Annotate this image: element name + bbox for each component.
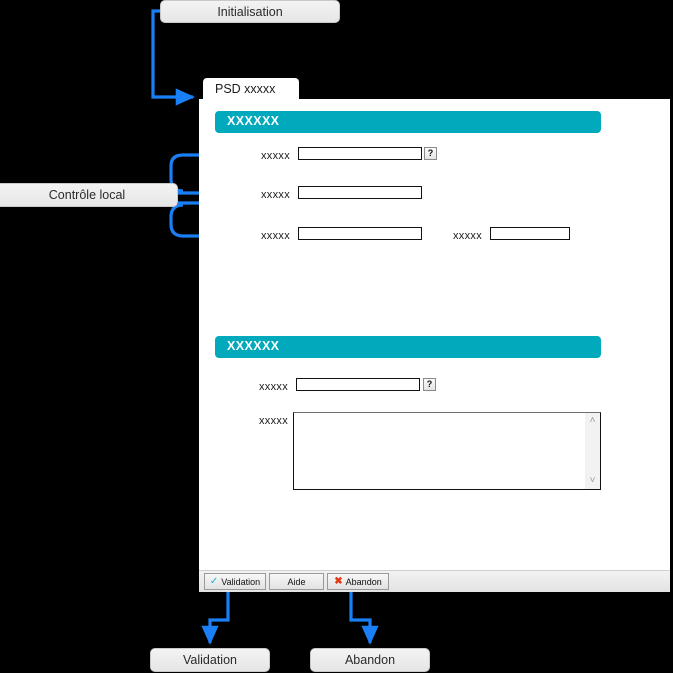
aide-button[interactable]: Aide (269, 573, 324, 590)
arrow-initialisation-to-tab (151, 9, 195, 106)
cross-icon: ✖ (334, 575, 343, 587)
aide-button-label: Aide (287, 576, 306, 587)
field-label-4: xxxxx (453, 230, 482, 242)
field-input-3[interactable] (298, 227, 422, 240)
callout-abandon-label: Abandon (344, 653, 396, 667)
field-label-5: xxxxx (259, 381, 288, 393)
callout-validation[interactable]: Validation (150, 648, 270, 672)
abandon-button[interactable]: ✖ Abandon (327, 573, 389, 590)
callout-validation-label: Validation (183, 653, 237, 667)
scroll-up-icon[interactable]: ˄ (589, 415, 596, 426)
check-icon: ✓ (209, 575, 219, 587)
field-input-4[interactable] (490, 227, 570, 240)
tab-psd-label: PSD xxxxx (215, 82, 276, 96)
callout-initialisation[interactable]: Initialisation (160, 0, 340, 23)
arrow-validation-button-to-callout (201, 592, 230, 645)
field-input-5[interactable] (296, 378, 420, 391)
callout-abandon[interactable]: Abandon (310, 648, 430, 672)
textarea-scrollbar[interactable]: ˄ ˅ (585, 413, 600, 489)
arrow-abandon-button-to-callout (349, 592, 379, 645)
validation-button[interactable]: ✓ Validation (204, 573, 266, 590)
field-label-3: xxxxx (261, 230, 290, 242)
field-label-1: xxxxx (261, 150, 290, 162)
dialog-panel: XXXXXX xxxxx ? xxxxx xxxxx xxxxx XXXXXX … (199, 99, 670, 592)
tab-psd[interactable]: PSD xxxxx (203, 78, 299, 102)
dialog-button-bar: ✓ Validation Aide ✖ Abandon (199, 570, 670, 592)
scroll-down-icon[interactable]: ˅ (589, 475, 596, 486)
abandon-button-label: Abandon (345, 576, 382, 587)
field-label-2: xxxxx (261, 189, 290, 201)
field-label-6: xxxxx (259, 415, 288, 427)
comment-textarea[interactable]: ˄ ˅ (293, 412, 601, 490)
callout-controle-local-label: Contrôle local (48, 188, 126, 202)
section-header-1: XXXXXX (215, 111, 601, 133)
help-icon-1[interactable]: ? (424, 147, 437, 160)
validation-button-label: Validation (221, 576, 261, 587)
section-header-1-label: XXXXXX (227, 114, 280, 128)
callout-initialisation-label: Initialisation (217, 4, 283, 19)
field-input-1[interactable] (298, 147, 422, 160)
section-header-2-label: XXXXXX (227, 339, 280, 353)
help-icon-2[interactable]: ? (423, 378, 436, 391)
callout-controle-local[interactable]: Contrôle local (0, 183, 178, 207)
field-input-2[interactable] (298, 186, 422, 199)
section-header-2: XXXXXX (215, 336, 601, 358)
